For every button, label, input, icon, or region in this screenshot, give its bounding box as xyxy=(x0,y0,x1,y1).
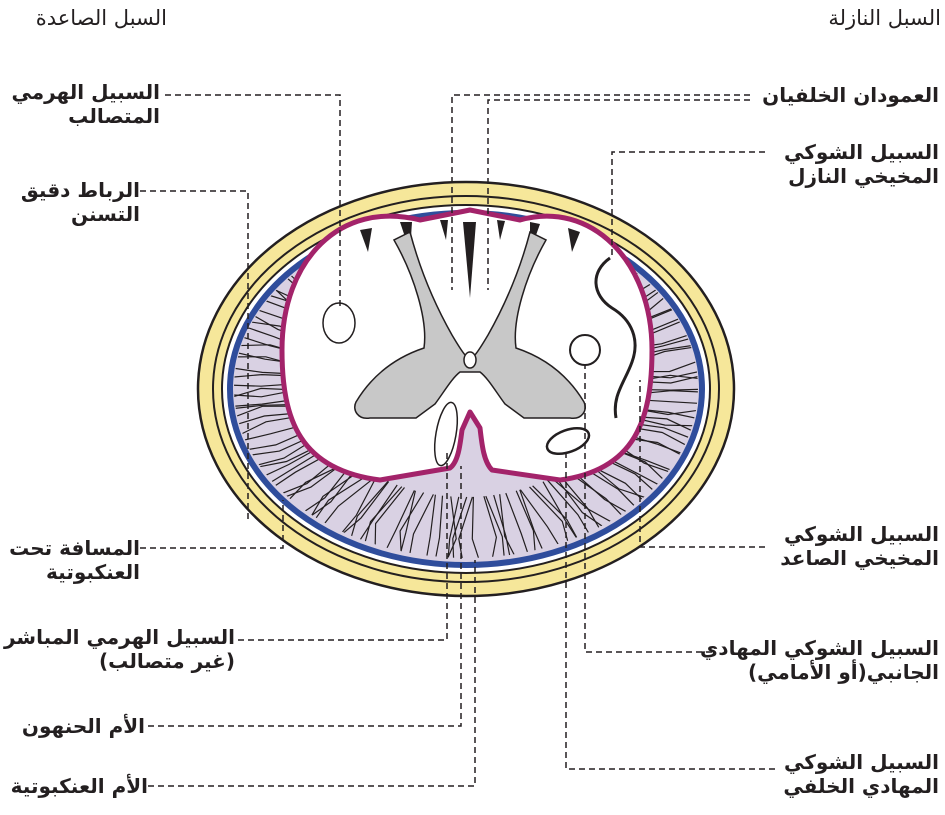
trabecula xyxy=(483,496,498,558)
leader-posterior-spinothalamic xyxy=(565,452,775,770)
leader-lines xyxy=(140,94,775,787)
lateral-corticospinal-tract xyxy=(322,302,356,344)
trabecula xyxy=(438,496,457,558)
trabecula xyxy=(499,494,525,558)
label-dorsal-columns: العمودان الخلفيان xyxy=(762,83,939,107)
pial-septa xyxy=(360,220,580,298)
label-subarachnoid-space: المسافة تحت العنكبوتية xyxy=(9,536,140,584)
label-anterior-corticospinal: السبيل الهرمي المباشر (غير متصالب) xyxy=(3,625,235,673)
leader-lateral-spinothalamic xyxy=(584,365,712,653)
label-ascending-spinocerebellar: السبيل الشوكي المخيخي الصاعد xyxy=(780,522,939,570)
heading-ascending-tracts: السبل الصاعدة xyxy=(35,6,167,30)
trabecula xyxy=(405,494,434,558)
trabecula xyxy=(395,490,416,558)
leader-anterior-corticospinal xyxy=(238,452,448,641)
trabecula xyxy=(471,496,486,558)
leader-subarachnoid xyxy=(140,500,284,549)
label-descending-spinocerebellar: السبيل الشوكي المخيخي النازل xyxy=(784,140,939,188)
trabecula xyxy=(431,495,444,558)
leader-dorsal-columns-2 xyxy=(487,99,750,290)
posterior-median-septum xyxy=(463,222,476,298)
label-denticulate-ligament: الرباط دقيق التسنن xyxy=(20,178,140,226)
leader-lateral-corticospinal xyxy=(165,94,341,306)
trabecula xyxy=(493,494,515,558)
trabecula xyxy=(458,496,473,558)
trabecula xyxy=(452,496,468,558)
trabecula xyxy=(485,495,507,558)
central-canal xyxy=(463,351,477,369)
leader-denticulate-ligament xyxy=(140,190,249,520)
anterior-corticospinal-tract xyxy=(433,401,459,467)
trabecula xyxy=(505,492,535,558)
posterior-spinothalamic-tract xyxy=(545,426,591,456)
septum xyxy=(360,228,372,252)
trabecula xyxy=(422,494,436,558)
leader-descending-spinocerebellar xyxy=(611,151,765,258)
septum xyxy=(568,228,580,252)
leader-pia xyxy=(148,466,462,727)
label-pia-mater: الأم الحنهون xyxy=(21,714,145,738)
label-arachnoid-mater: الأم العنكبوتية xyxy=(10,774,148,798)
label-posterior-spinothalamic: السبيل الشوكي المهادي الخلفي xyxy=(783,750,939,798)
septum xyxy=(440,220,448,240)
leader-ascending-spinocerebellar xyxy=(639,380,765,548)
lateral-spinothalamic-tract-circle xyxy=(569,334,601,366)
label-lateral-corticospinal: السبيل الهرمي المتصالب xyxy=(11,80,161,128)
heading-descending-tracts: السبل النازلة xyxy=(828,6,941,30)
label-lateral-spinothalamic: السبيل الشوكي المهادي الجانبي(أو الأمامي… xyxy=(699,636,939,684)
septum xyxy=(497,220,505,240)
trabecula xyxy=(399,492,425,558)
spinocerebellar-boundary xyxy=(594,256,637,419)
trabecula xyxy=(446,496,460,558)
